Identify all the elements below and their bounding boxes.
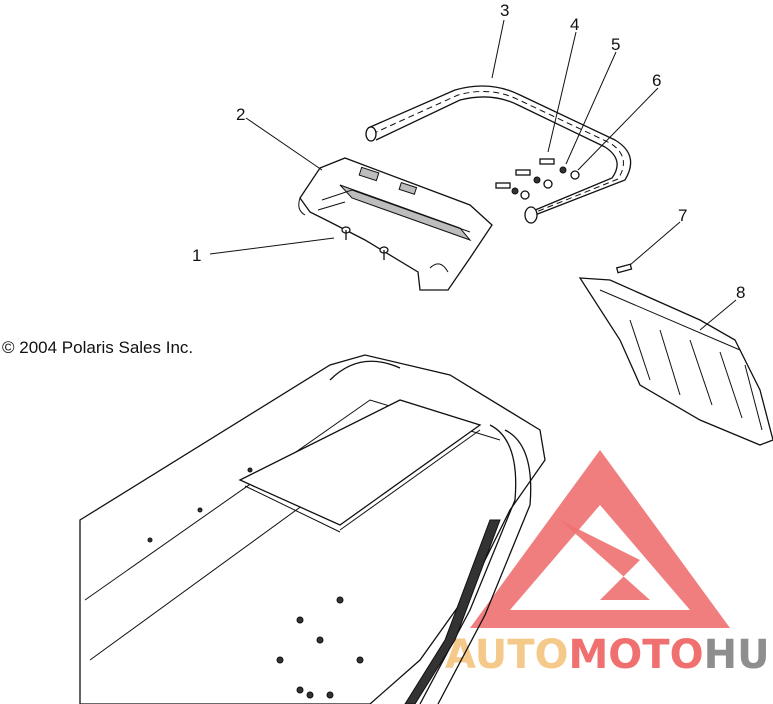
automotohub-logo: AUTOMOTOHUB xyxy=(445,450,773,678)
part-8-snow-flap xyxy=(578,277,773,446)
callout-1: 1 xyxy=(192,246,201,265)
tunnel-chassis xyxy=(79,354,546,704)
callout-4: 4 xyxy=(570,15,579,34)
part-7-rivet xyxy=(615,263,633,274)
logo-inner-mark xyxy=(560,520,650,600)
part-1-screws xyxy=(341,226,389,260)
callout-labels: 1 2 3 4 5 6 7 8 xyxy=(192,1,745,302)
leader-lines xyxy=(209,19,737,331)
logo-word-hub: HUB xyxy=(704,632,773,678)
callout-2: 2 xyxy=(236,105,245,124)
callout-8: 8 xyxy=(736,283,745,302)
copyright-text: © 2004 Polaris Sales Inc. xyxy=(2,338,193,357)
callout-6: 6 xyxy=(652,71,661,90)
parts-4-5-6-fasteners xyxy=(495,158,580,200)
callout-3: 3 xyxy=(500,1,509,20)
svg-text:AUTOMOTOHUB: AUTOMOTOHUB xyxy=(445,632,773,678)
part-3-grab-bar xyxy=(365,85,632,224)
callout-7: 7 xyxy=(678,206,687,225)
logo-word-auto: AUTO xyxy=(445,632,569,678)
part-2-bracket xyxy=(298,157,493,291)
callout-5: 5 xyxy=(611,35,620,54)
logo-inner-cutout xyxy=(510,505,690,610)
logo-word-moto: MOTO xyxy=(569,632,704,678)
